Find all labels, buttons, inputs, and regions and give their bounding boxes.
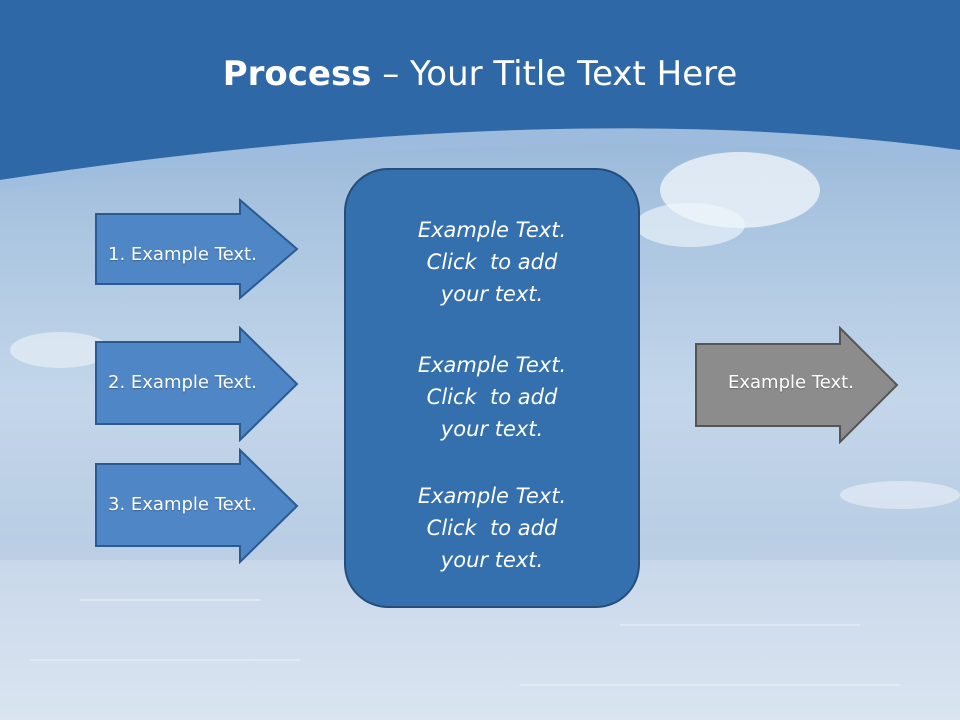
block-2-line-1: Example Text. <box>417 353 567 377</box>
cloud <box>840 481 960 509</box>
block-3-line-3: your text. <box>440 548 544 572</box>
input-arrow-3[interactable]: 3. Example Text. <box>94 448 300 564</box>
cloud <box>635 203 745 247</box>
input-arrow-1[interactable]: 1. Example Text. <box>94 198 300 300</box>
center-text-block-1[interactable]: Example Text. Click to add your text. <box>346 214 638 310</box>
center-process-box[interactable]: Example Text. Click to add your text. Ex… <box>344 168 640 608</box>
slide-title: Process – Your Title Text Here <box>0 52 960 96</box>
output-arrow[interactable]: Example Text. <box>694 326 900 444</box>
block-1-line-2: Click to add <box>426 250 558 274</box>
title-bold: Process <box>222 54 372 94</box>
input-arrow-2-label: 2. Example Text. <box>108 372 257 393</box>
header-highlight <box>0 128 960 190</box>
cloud <box>10 332 110 368</box>
header-band <box>0 0 960 180</box>
center-text-block-2[interactable]: Example Text. Click to add your text. <box>346 349 638 445</box>
block-3-line-1: Example Text. <box>417 484 567 508</box>
output-arrow-label: Example Text. <box>728 372 854 393</box>
center-text-block-3[interactable]: Example Text. Click to add your text. <box>346 480 638 576</box>
input-arrow-3-label: 3. Example Text. <box>108 494 257 515</box>
block-1-line-3: your text. <box>440 282 544 306</box>
block-2-line-3: your text. <box>440 417 544 441</box>
block-2-line-2: Click to add <box>426 385 558 409</box>
input-arrow-2[interactable]: 2. Example Text. <box>94 326 300 442</box>
block-3-line-2: Click to add <box>426 516 558 540</box>
title-rest: – Your Title Text Here <box>371 54 738 94</box>
input-arrow-1-label: 1. Example Text. <box>108 244 257 265</box>
block-1-line-1: Example Text. <box>417 218 567 242</box>
